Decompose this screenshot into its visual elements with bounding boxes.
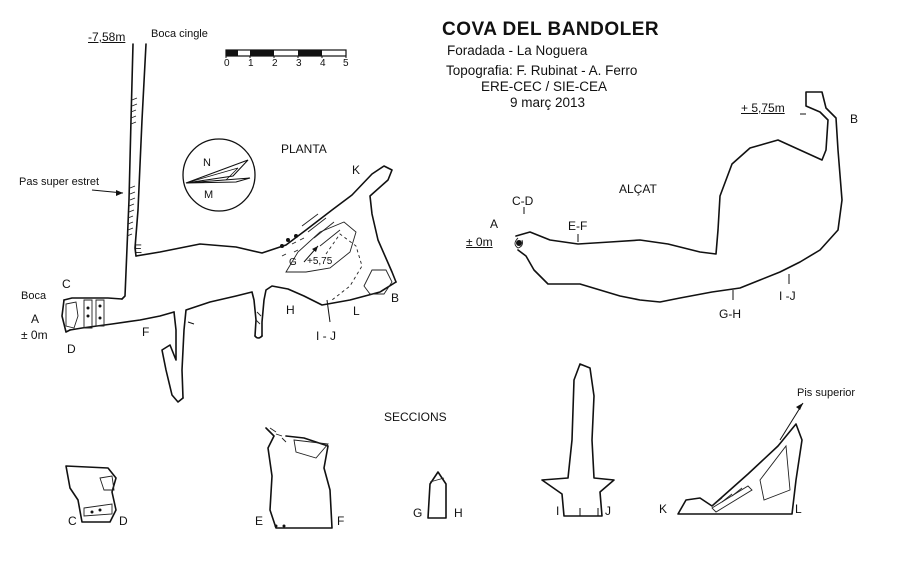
plan-point-f: F — [142, 325, 150, 339]
survey-authors: Topografia: F. Rubinat - A. Ferro — [446, 63, 638, 78]
section-gh — [427, 471, 447, 519]
elevation-point-b: B — [850, 112, 859, 126]
compass-north-label: N — [203, 157, 211, 169]
scale-tick-label: 2 — [272, 58, 278, 69]
sections-upper-floor: Pis superior — [797, 387, 856, 399]
section-kl — [677, 423, 803, 515]
elevation-point-ef: E-F — [568, 219, 588, 233]
elevation-top-height: + 5,75m — [741, 101, 785, 115]
section-label: E — [255, 514, 264, 528]
plan-point-a: A — [31, 312, 40, 326]
plan-point-d: D — [67, 342, 76, 356]
plan-point-g: G — [289, 257, 297, 268]
section-label: G — [413, 506, 423, 520]
sections-title: SECCIONS — [384, 410, 447, 424]
plan-point-l: L — [353, 304, 360, 318]
plan-point-e: E — [134, 242, 143, 256]
section-label: K — [659, 502, 668, 516]
plan-top-depth: -7,58m — [88, 30, 126, 44]
plan-point-h: H — [286, 303, 295, 317]
section-label: D — [119, 514, 128, 528]
compass-icon — [182, 138, 256, 212]
section-label: C — [68, 514, 77, 528]
plan-point-c: C — [62, 277, 71, 291]
scale-bar — [225, 49, 347, 58]
scale-tick-label: 1 — [248, 58, 254, 69]
plan-point-ij: I - J — [316, 329, 336, 343]
plan-squeeze-note: Pas super estret — [19, 176, 100, 188]
plan-entrance-label: Boca — [21, 290, 47, 302]
section-ij — [541, 363, 615, 517]
section-label: I — [556, 504, 560, 518]
plan-point-k: K — [352, 163, 361, 177]
plan-datum: ± 0m — [21, 328, 48, 342]
plan-point-b: B — [391, 291, 400, 305]
plan-title: PLANTA — [281, 142, 327, 156]
compass-magnetic-label: M — [204, 189, 214, 201]
elevation-title: ALÇAT — [619, 182, 657, 196]
elevation-point-gh: G-H — [719, 307, 741, 321]
section-label: F — [337, 514, 345, 528]
plan-top-entrance: Boca cingle — [151, 28, 208, 40]
elevation-point-ij: I -J — [779, 289, 796, 303]
upper-floor-arrow — [779, 402, 804, 441]
survey-title: COVA DEL BANDOLER — [442, 19, 660, 40]
survey-location: Foradada - La Noguera — [447, 43, 588, 58]
section-cd — [65, 465, 117, 523]
scale-tick-label: 4 — [320, 58, 326, 69]
scale-tick-label: 0 — [224, 58, 230, 69]
elevation-point-a: A — [490, 217, 499, 231]
elevation-outline — [514, 91, 843, 303]
squeeze-arrow — [91, 189, 124, 196]
section-label: H — [454, 506, 463, 520]
survey-clubs: ERE-CEC / SIE-CEA — [481, 79, 608, 94]
scale-tick-label: 5 — [343, 58, 349, 69]
section-label: L — [795, 502, 802, 516]
plan-outline — [61, 43, 397, 403]
section-label: J — [605, 504, 611, 518]
survey-date: 9 març 2013 — [510, 95, 586, 110]
scale-tick-label: 3 — [296, 58, 302, 69]
elevation-point-cd: C-D — [512, 194, 534, 208]
section-ef — [265, 427, 333, 529]
elevation-datum: ± 0m — [466, 235, 493, 249]
plan-height-mark: +5,75 — [307, 256, 333, 267]
